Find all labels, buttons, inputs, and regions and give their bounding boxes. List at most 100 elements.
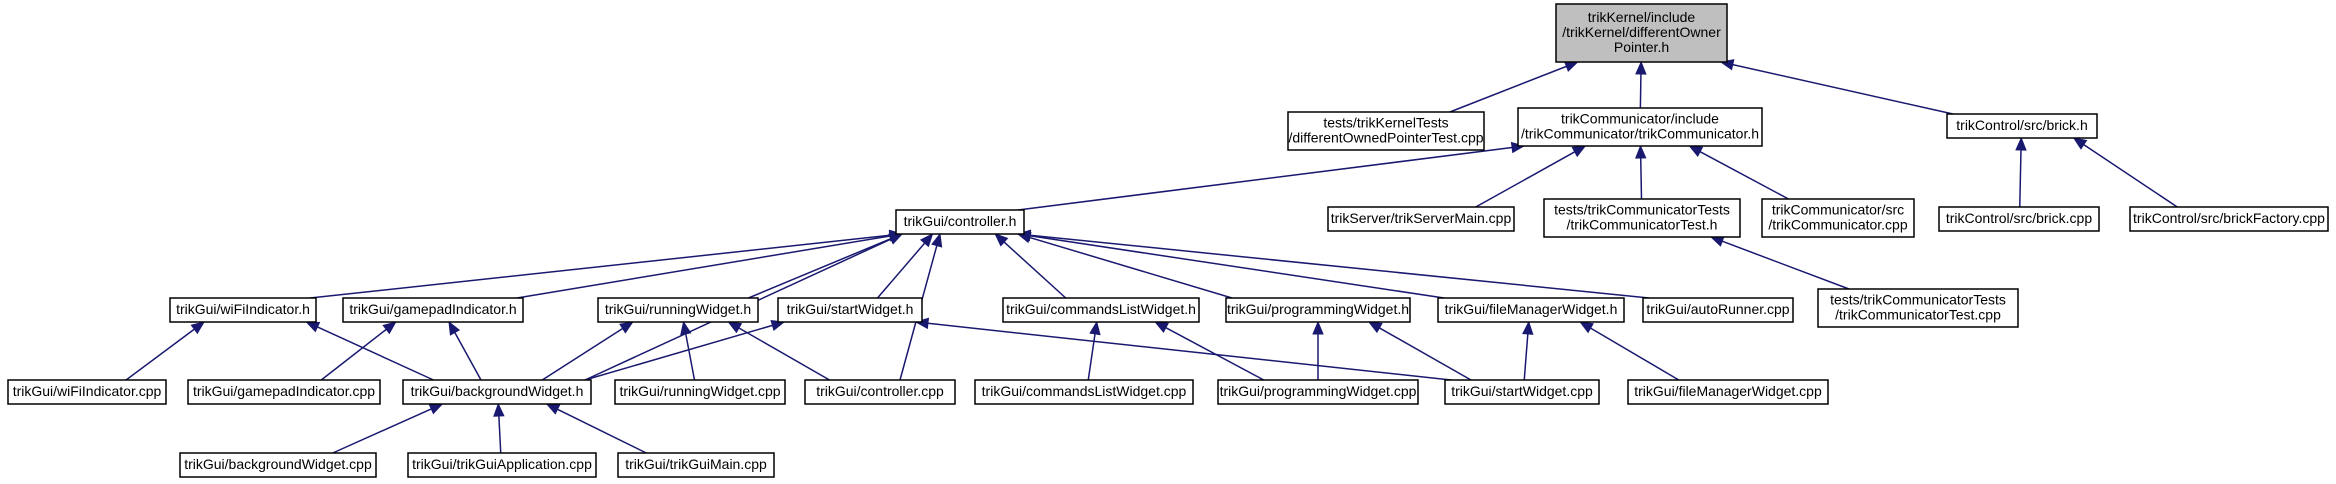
file-node[interactable]: trikGui/startWidget.h	[777, 297, 923, 323]
file-node[interactable]: trikGui/startWidget.cpp	[1444, 379, 1600, 405]
file-node-box	[7, 379, 167, 405]
file-node-label: trikGui/backgroundWidget.cpp	[184, 456, 372, 472]
dependency-edge	[927, 322, 1452, 381]
file-node-label: /trikCommunicator/trikCommunicator.h	[1521, 126, 1759, 142]
file-node-box	[169, 297, 317, 323]
dependency-edge	[1639, 73, 1642, 109]
dependency-arrowhead	[382, 321, 397, 335]
file-node-box	[342, 297, 524, 323]
file-node-label: trikGui/wiFiIndicator.cpp	[13, 383, 162, 399]
file-node-box	[1642, 297, 1794, 323]
file-node-box	[407, 452, 597, 478]
dependency-arrowhead	[727, 321, 743, 334]
file-node-label: trikGui/startWidget.h	[787, 301, 914, 317]
file-node[interactable]: tests/trikKernelTests/differentOwnedPoin…	[1287, 111, 1485, 151]
file-node-box	[1002, 297, 1200, 323]
dependency-edge	[498, 415, 502, 454]
file-node-label: /trikKernel/differentOwner	[1562, 24, 1721, 40]
dependency-arrowhead	[1709, 236, 1725, 247]
dependency-edge	[516, 235, 891, 299]
dependency-edge	[584, 324, 773, 381]
dependency-edge	[1523, 333, 1529, 381]
dependency-edge	[1590, 327, 1680, 381]
file-node[interactable]: trikGui/autoRunner.cpp	[1642, 297, 1794, 323]
file-node[interactable]: trikGui/backgroundWidget.h	[402, 379, 592, 405]
file-node-label: tests/trikCommunicatorTests	[1830, 292, 2006, 308]
file-node-box	[614, 379, 786, 405]
file-node-label: /differentOwnedPointerTest.cpp	[1288, 130, 1483, 146]
dependency-arrowhead	[919, 233, 934, 248]
dependency-arrowhead	[1579, 321, 1594, 334]
file-node-box	[804, 379, 956, 405]
dependency-arrowhead	[1154, 321, 1169, 333]
file-node-label: trikGui/runningWidget.h	[605, 301, 751, 317]
dependency-edge	[1029, 234, 1650, 299]
file-node[interactable]: trikCommunicator/src/trikCommunicator.cp…	[1761, 198, 1915, 238]
file-node[interactable]: trikGui/controller.cpp	[804, 379, 956, 405]
file-node[interactable]: trikGui/gamepadIndicator.cpp	[187, 379, 381, 405]
file-node[interactable]: trikGui/wiFiIndicator.cpp	[7, 379, 167, 405]
dependency-edge	[738, 327, 830, 381]
file-node-label: tests/trikKernelTests	[1323, 115, 1448, 131]
file-node-label: trikKernel/include	[1588, 9, 1696, 25]
dependency-arrowhead	[493, 402, 505, 417]
file-node[interactable]: trikGui/backgroundWidget.cpp	[179, 452, 377, 478]
dependency-arrowhead	[1634, 144, 1647, 159]
file-node-label: trikControl/src/brick.h	[1956, 117, 2087, 133]
file-node[interactable]: trikCommunicator/include/trikCommunicato…	[1517, 107, 1763, 147]
dependency-edge	[1165, 326, 1265, 381]
file-node[interactable]: trikKernel/include/trikKernel/differentO…	[1555, 3, 1728, 63]
file-node[interactable]: tests/trikCommunicatorTests/trikCommunic…	[1543, 198, 1741, 238]
file-node-box	[1217, 379, 1419, 405]
file-node-box	[1287, 111, 1485, 151]
file-node[interactable]: trikGui/commandsListWidget.h	[1002, 297, 1200, 323]
file-node[interactable]: trikGui/trikGuiApplication.cpp	[407, 452, 597, 478]
dependency-edge	[541, 327, 624, 381]
file-node-label: trikGui/startWidget.cpp	[1451, 383, 1593, 399]
file-node[interactable]: trikGui/programmingWidget.h	[1225, 297, 1411, 323]
file-node[interactable]: trikControl/src/brick.cpp	[1938, 206, 2100, 232]
dependency-edge	[1379, 327, 1472, 381]
file-node[interactable]: trikGui/commandsListWidget.cpp	[974, 379, 1194, 405]
file-node[interactable]: tests/trikCommunicatorTests/trikCommunic…	[1817, 288, 2019, 328]
dependency-arrowhead	[428, 403, 444, 415]
dependency-arrowhead	[448, 320, 461, 336]
file-node[interactable]: trikGui/fileManagerWidget.cpp	[1627, 379, 1829, 405]
dependency-edge	[1017, 146, 1513, 211]
dependency-edge	[1732, 63, 1954, 115]
file-node-label: trikGui/controller.cpp	[816, 383, 944, 399]
file-node[interactable]: trikGui/controller.h	[895, 209, 1025, 235]
dependency-edge	[1029, 236, 1233, 299]
file-node[interactable]: trikGui/trikGuiMain.cpp	[617, 452, 775, 478]
file-node[interactable]: trikGui/gamepadIndicator.h	[342, 297, 524, 323]
file-node-label: trikGui/autoRunner.cpp	[1646, 301, 1789, 317]
file-node-label: trikGui/gamepadIndicator.h	[349, 301, 516, 317]
file-node-box	[1543, 198, 1741, 238]
file-node-label: trikCommunicator/src	[1772, 202, 1904, 218]
file-node[interactable]: trikServer/trikServerMain.cpp	[1327, 206, 1515, 232]
dependency-arrowhead	[680, 320, 692, 336]
dependency-edge	[557, 408, 647, 454]
file-node[interactable]: trikGui/runningWidget.h	[597, 297, 759, 323]
file-node[interactable]: trikGui/runningWidget.cpp	[614, 379, 786, 405]
file-node[interactable]: trikGui/fileManagerWidget.h	[1437, 297, 1625, 323]
file-node-box	[1555, 3, 1728, 63]
dependency-arrowhead	[305, 321, 321, 333]
file-node-box	[179, 452, 377, 478]
dependency-arrowhead	[1571, 145, 1587, 158]
file-node-label: trikServer/trikServerMain.cpp	[1331, 210, 1512, 226]
file-node[interactable]: trikGui/wiFiIndicator.h	[169, 297, 317, 323]
dependency-edge	[876, 242, 926, 299]
file-node-box	[777, 297, 923, 323]
dependency-arrowhead	[1522, 320, 1534, 335]
file-node[interactable]: trikControl/src/brick.h	[1946, 113, 2098, 139]
file-node-box	[597, 297, 759, 323]
file-node-box	[617, 452, 775, 478]
file-node-box	[1437, 297, 1625, 323]
file-node-label: trikGui/commandsListWidget.h	[1006, 301, 1196, 317]
dependency-edge	[1721, 240, 1850, 290]
file-node[interactable]: trikGui/programmingWidget.cpp	[1217, 379, 1419, 405]
file-node[interactable]: trikControl/src/brickFactory.cpp	[2129, 206, 2329, 232]
file-node-box	[895, 209, 1025, 235]
